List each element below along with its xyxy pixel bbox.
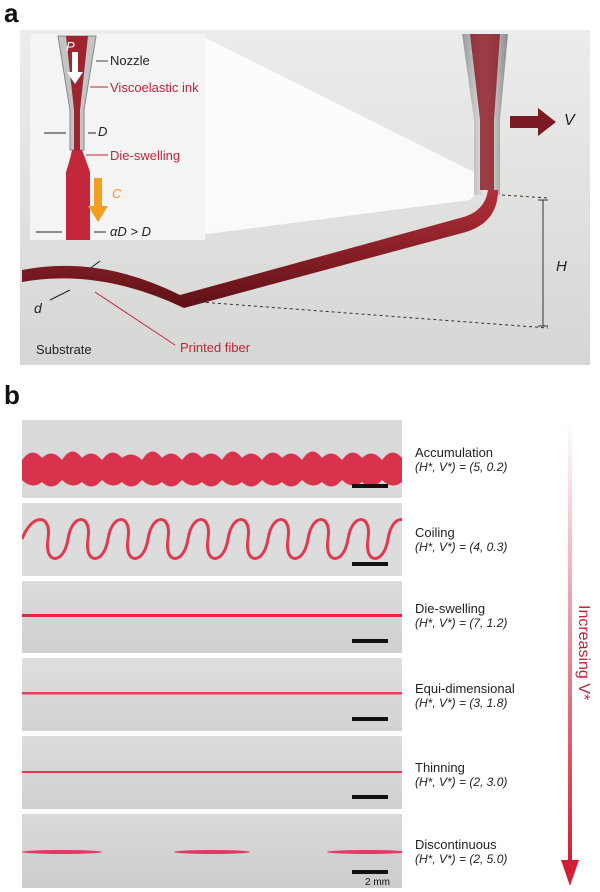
scale-bar — [352, 562, 388, 566]
scale-bar — [352, 639, 388, 643]
mode-params: (H*, V*) = (2, 5.0) — [415, 852, 508, 866]
label-printed-fiber: Printed fiber — [180, 340, 251, 355]
mode-name: Equi-dimensional — [415, 681, 515, 696]
mode-coiling: Coiling (H*, V*) = (4, 0.3) — [415, 525, 507, 554]
label-alpha-d: αD > D — [110, 224, 152, 239]
pressure-arrow — [67, 52, 83, 84]
mode-params: (H*, V*) = (5, 0.2) — [415, 460, 508, 474]
panel-a-letter: a — [4, 0, 19, 28]
label-viscoelastic-ink: Viscoelastic ink — [110, 80, 199, 95]
mode-accumulation: Accumulation (H*, V*) = (5, 0.2) — [415, 445, 507, 474]
increasing-v-label: Increasing V* — [575, 605, 592, 701]
label-d-fiber: d — [34, 300, 42, 316]
label-nozzle: Nozzle — [110, 53, 150, 68]
light-cone — [200, 35, 490, 235]
scale-bar — [352, 870, 388, 874]
mode-name: Thinning — [415, 760, 465, 775]
scale-bar — [352, 717, 388, 721]
mode-params: (H*, V*) = (2, 3.0) — [415, 775, 508, 789]
mode-name: Coiling — [415, 525, 455, 540]
label-h: H — [556, 258, 567, 275]
inset-swelled-fiber — [66, 150, 90, 240]
strip-equi-dimensional — [22, 658, 402, 731]
strip-discontinuous: 2 mm — [22, 814, 402, 888]
strip-die-swelling — [22, 581, 402, 653]
label-d-diameter: D — [98, 124, 108, 139]
mode-name: Die-swelling — [415, 601, 486, 616]
label-substrate: Substrate — [36, 342, 92, 357]
mode-params: (H*, V*) = (7, 1.2) — [415, 616, 508, 630]
scale-bar — [352, 795, 388, 799]
printed-fiber — [22, 190, 498, 308]
c-arrow — [88, 178, 108, 222]
main-nozzle-ink — [470, 34, 500, 190]
scale-label: 2 mm — [365, 877, 390, 888]
mode-equi-dimensional: Equi-dimensional (H*, V*) = (3, 1.8) — [415, 681, 515, 710]
strip-coiling — [22, 503, 402, 576]
mode-params: (H*, V*) = (3, 1.8) — [415, 696, 508, 710]
mode-name: Discontinuous — [415, 837, 497, 852]
mode-name: Accumulation — [415, 445, 494, 460]
panel-a-illustration — [20, 30, 590, 365]
label-v: V — [564, 112, 575, 129]
velocity-arrow — [510, 108, 556, 136]
panel-b-letter: b — [4, 380, 20, 410]
increasing-arrow — [561, 420, 579, 886]
inset-panel — [30, 34, 205, 240]
inset-ink — [66, 36, 88, 150]
strip-thinning — [22, 736, 402, 809]
mode-params: (H*, V*) = (4, 0.3) — [415, 540, 508, 554]
label-p: P — [66, 39, 75, 54]
mode-die-swelling: Die-swelling (H*, V*) = (7, 1.2) — [415, 601, 507, 630]
mode-thinning: Thinning (H*, V*) = (2, 3.0) — [415, 760, 507, 789]
label-die-swelling: Die-swelling — [110, 148, 181, 163]
mode-discontinuous: Discontinuous (H*, V*) = (2, 5.0) — [415, 837, 507, 866]
strip-accumulation — [22, 420, 402, 498]
scale-bar — [352, 484, 388, 488]
label-c: C — [112, 186, 122, 201]
